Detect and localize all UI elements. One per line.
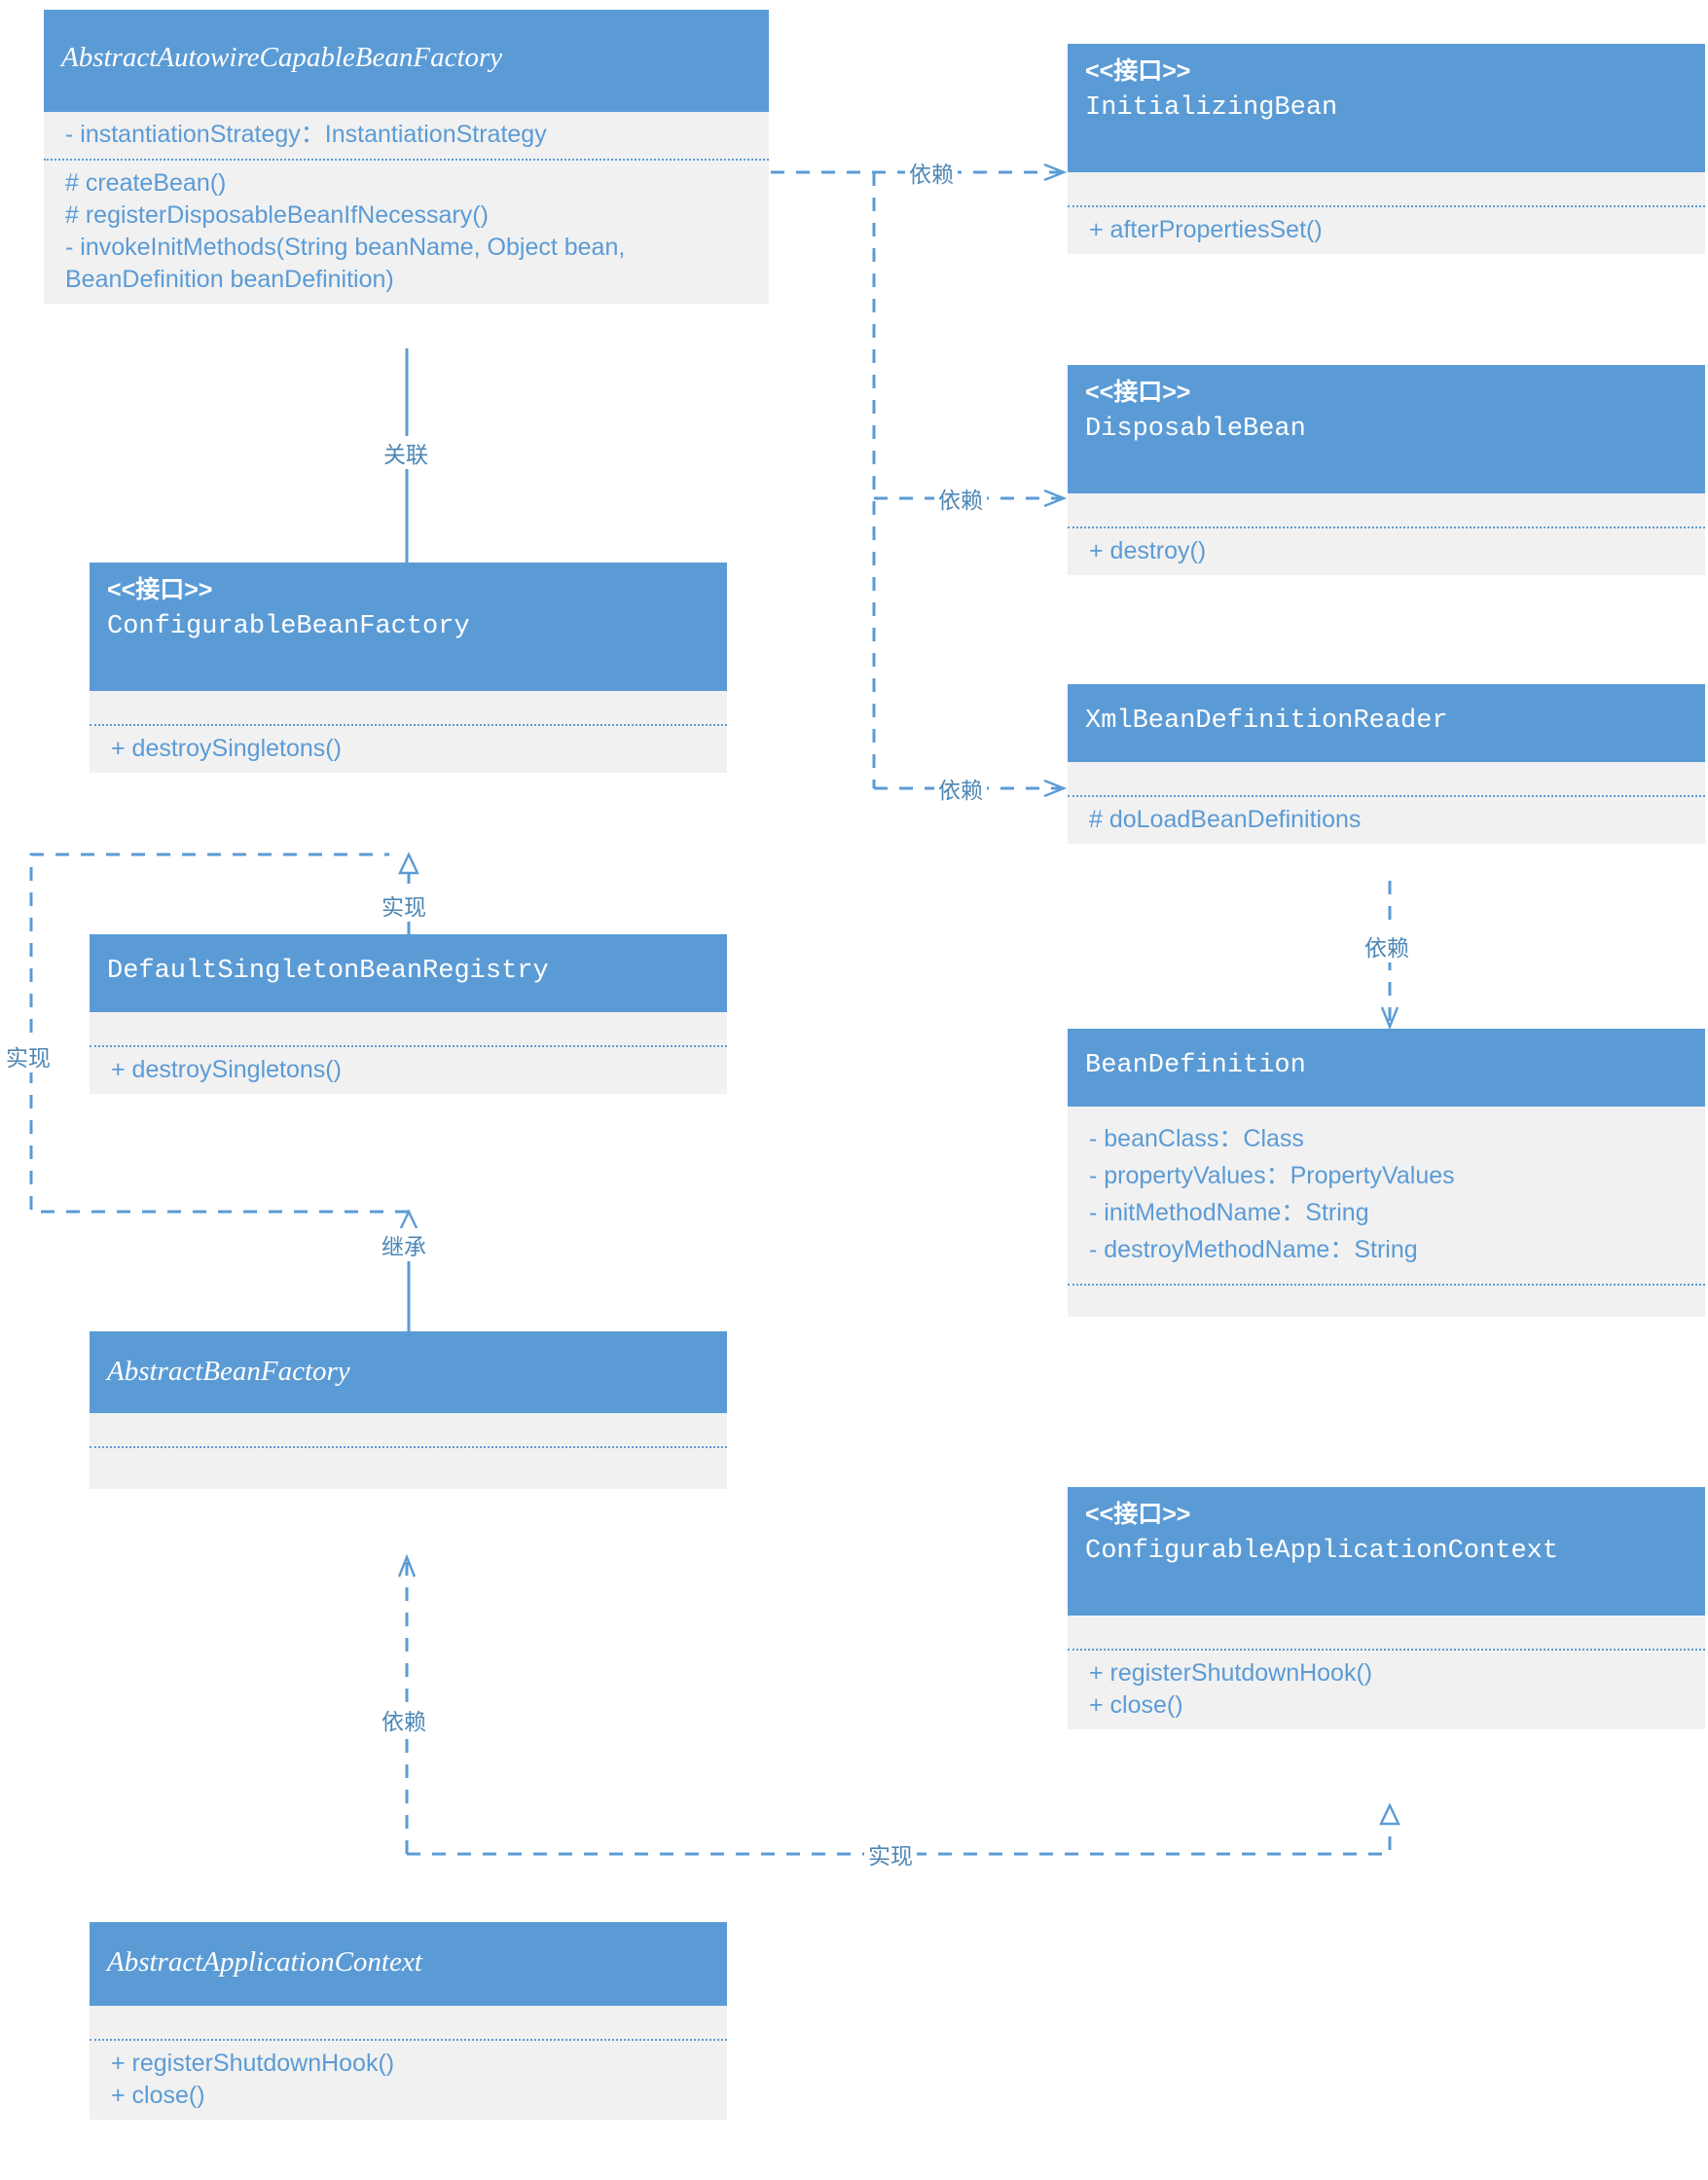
methods-compartment: + destroySingletons() <box>90 1045 727 1094</box>
method-row: + close() <box>1089 1691 1183 1719</box>
edge-label-inherit-abstract-bean-factory: 继承 <box>378 1228 430 1261</box>
method-row: + close() <box>111 2082 205 2109</box>
attributes-compartment <box>90 2006 727 2039</box>
class-name: DisposableBean <box>1085 415 1306 445</box>
class-name: InitializingBean <box>1085 93 1338 124</box>
attributes-compartment <box>90 691 727 724</box>
class-box-default-singleton-bean-registry[interactable]: DefaultSingletonBeanRegistry + destroySi… <box>90 934 727 1094</box>
class-box-abstract-bean-factory[interactable]: AbstractBeanFactory <box>90 1331 727 1489</box>
edge-label-dep-bean-definition: 依赖 <box>1361 929 1413 963</box>
class-name: XmlBeanDefinitionReader <box>1085 707 1448 736</box>
class-body: - beanClass：Class - propertyValues：Prope… <box>1068 1107 1705 1317</box>
method-row: # registerDisposableBeanIfNecessary() <box>65 201 489 229</box>
method-row: + afterPropertiesSet() <box>1089 216 1323 243</box>
methods-compartment: + destroy() <box>1068 527 1705 575</box>
edge-label-impl-configurable-bean-factory: 实现 <box>378 889 430 922</box>
edge-label-dep-xml-reader: 依赖 <box>934 772 987 805</box>
class-body: + afterPropertiesSet() <box>1068 172 1705 254</box>
attributes-compartment <box>1068 172 1705 205</box>
attribute-row: - initMethodName：String <box>1089 1199 1369 1226</box>
class-header: <<接口>> DisposableBean <box>1068 365 1705 493</box>
methods-compartment: # doLoadBeanDefinitions <box>1068 795 1705 844</box>
class-header: <<接口>> InitializingBean <box>1068 44 1705 172</box>
attribute-row: - instantiationStrategy：InstantiationStr… <box>65 121 547 148</box>
method-row: - invokeInitMethods(String beanName, Obj… <box>65 234 633 293</box>
class-name: BeanDefinition <box>1085 1051 1306 1080</box>
method-row: # createBean() <box>65 169 227 197</box>
attributes-compartment: - instantiationStrategy：InstantiationStr… <box>44 112 769 159</box>
class-body: + destroySingletons() <box>90 691 727 773</box>
class-body: + destroy() <box>1068 493 1705 575</box>
method-row: + registerShutdownHook() <box>1089 1659 1373 1687</box>
edge-label-impl-configurable-bean-factory-left: 实现 <box>2 1039 55 1072</box>
edge-label-dep-abstract-bean-factory: 依赖 <box>378 1703 430 1736</box>
methods-compartment: + afterPropertiesSet() <box>1068 205 1705 254</box>
class-name: DefaultSingletonBeanRegistry <box>107 957 549 986</box>
class-box-abstract-autowire-capable-bean-factory[interactable]: AbstractAutowireCapableBeanFactory - ins… <box>44 10 769 304</box>
methods-compartment: + registerShutdownHook() + close() <box>1068 1649 1705 1729</box>
class-name: ConfigurableBeanFactory <box>107 612 470 642</box>
class-body: + destroySingletons() <box>90 1012 727 1094</box>
class-header: <<接口>> ConfigurableBeanFactory <box>90 563 727 691</box>
method-row: + destroy() <box>1089 537 1207 564</box>
class-header: <<接口>> ConfigurableApplicationContext <box>1068 1487 1705 1616</box>
class-box-xml-bean-definition-reader[interactable]: XmlBeanDefinitionReader # doLoadBeanDefi… <box>1068 684 1705 844</box>
class-body <box>90 1413 727 1489</box>
methods-compartment <box>90 1446 727 1489</box>
class-stereotype: <<接口>> <box>107 576 213 603</box>
edge-label-dep-disposable-bean: 依赖 <box>934 482 987 515</box>
attribute-row: - destroyMethodName：String <box>1089 1236 1418 1263</box>
class-box-abstract-application-context[interactable]: AbstractApplicationContext + registerShu… <box>90 1922 727 2120</box>
class-body: + registerShutdownHook() + close() <box>1068 1616 1705 1729</box>
class-header: XmlBeanDefinitionReader <box>1068 684 1705 762</box>
class-stereotype: <<接口>> <box>1085 379 1191 406</box>
attributes-compartment <box>1068 1616 1705 1649</box>
class-name: ConfigurableApplicationContext <box>1085 1537 1559 1567</box>
attributes-compartment <box>1068 762 1705 795</box>
class-header: AbstractApplicationContext <box>90 1922 727 2006</box>
edge-label-assoc-configurable-bean-factory: 关联 <box>380 436 432 469</box>
class-box-initializing-bean[interactable]: <<接口>> InitializingBean + afterPropertie… <box>1068 44 1705 254</box>
class-header: AbstractBeanFactory <box>90 1331 727 1413</box>
edge-label-dep-initializing-bean: 依赖 <box>905 156 958 189</box>
attributes-compartment: - beanClass：Class - propertyValues：Prope… <box>1068 1107 1705 1284</box>
class-box-configurable-bean-factory[interactable]: <<接口>> ConfigurableBeanFactory + destroy… <box>90 563 727 773</box>
class-header: DefaultSingletonBeanRegistry <box>90 934 727 1012</box>
class-header: BeanDefinition <box>1068 1029 1705 1107</box>
class-box-configurable-application-context[interactable]: <<接口>> ConfigurableApplicationContext + … <box>1068 1487 1705 1729</box>
methods-compartment: + destroySingletons() <box>90 724 727 773</box>
methods-compartment: # createBean() # registerDisposableBeanI… <box>44 159 769 304</box>
class-name: AbstractBeanFactory <box>107 1356 350 1387</box>
edge-label-impl-application-context: 实现 <box>864 1837 917 1871</box>
attributes-compartment <box>90 1012 727 1045</box>
method-row: + registerShutdownHook() <box>111 2050 395 2077</box>
methods-compartment: + registerShutdownHook() + close() <box>90 2039 727 2120</box>
class-stereotype: <<接口>> <box>1085 1501 1191 1528</box>
class-stereotype: <<接口>> <box>1085 57 1191 85</box>
method-row: + destroySingletons() <box>111 735 342 762</box>
attributes-compartment <box>90 1413 727 1446</box>
class-body: + registerShutdownHook() + close() <box>90 2006 727 2120</box>
class-name: AbstractApplicationContext <box>107 1946 422 1978</box>
attribute-row: - propertyValues：PropertyValues <box>1089 1162 1455 1189</box>
method-row: # doLoadBeanDefinitions <box>1089 806 1362 833</box>
attributes-compartment <box>1068 493 1705 527</box>
class-box-disposable-bean[interactable]: <<接口>> DisposableBean + destroy() <box>1068 365 1705 575</box>
attribute-row: - beanClass：Class <box>1089 1125 1304 1152</box>
class-box-bean-definition[interactable]: BeanDefinition - beanClass：Class - prope… <box>1068 1029 1705 1317</box>
class-body: # doLoadBeanDefinitions <box>1068 762 1705 844</box>
class-header: AbstractAutowireCapableBeanFactory <box>44 10 769 112</box>
class-body: - instantiationStrategy：InstantiationStr… <box>44 112 769 304</box>
methods-compartment <box>1068 1284 1705 1317</box>
method-row: + destroySingletons() <box>111 1056 342 1083</box>
class-name: AbstractAutowireCapableBeanFactory <box>61 42 503 73</box>
